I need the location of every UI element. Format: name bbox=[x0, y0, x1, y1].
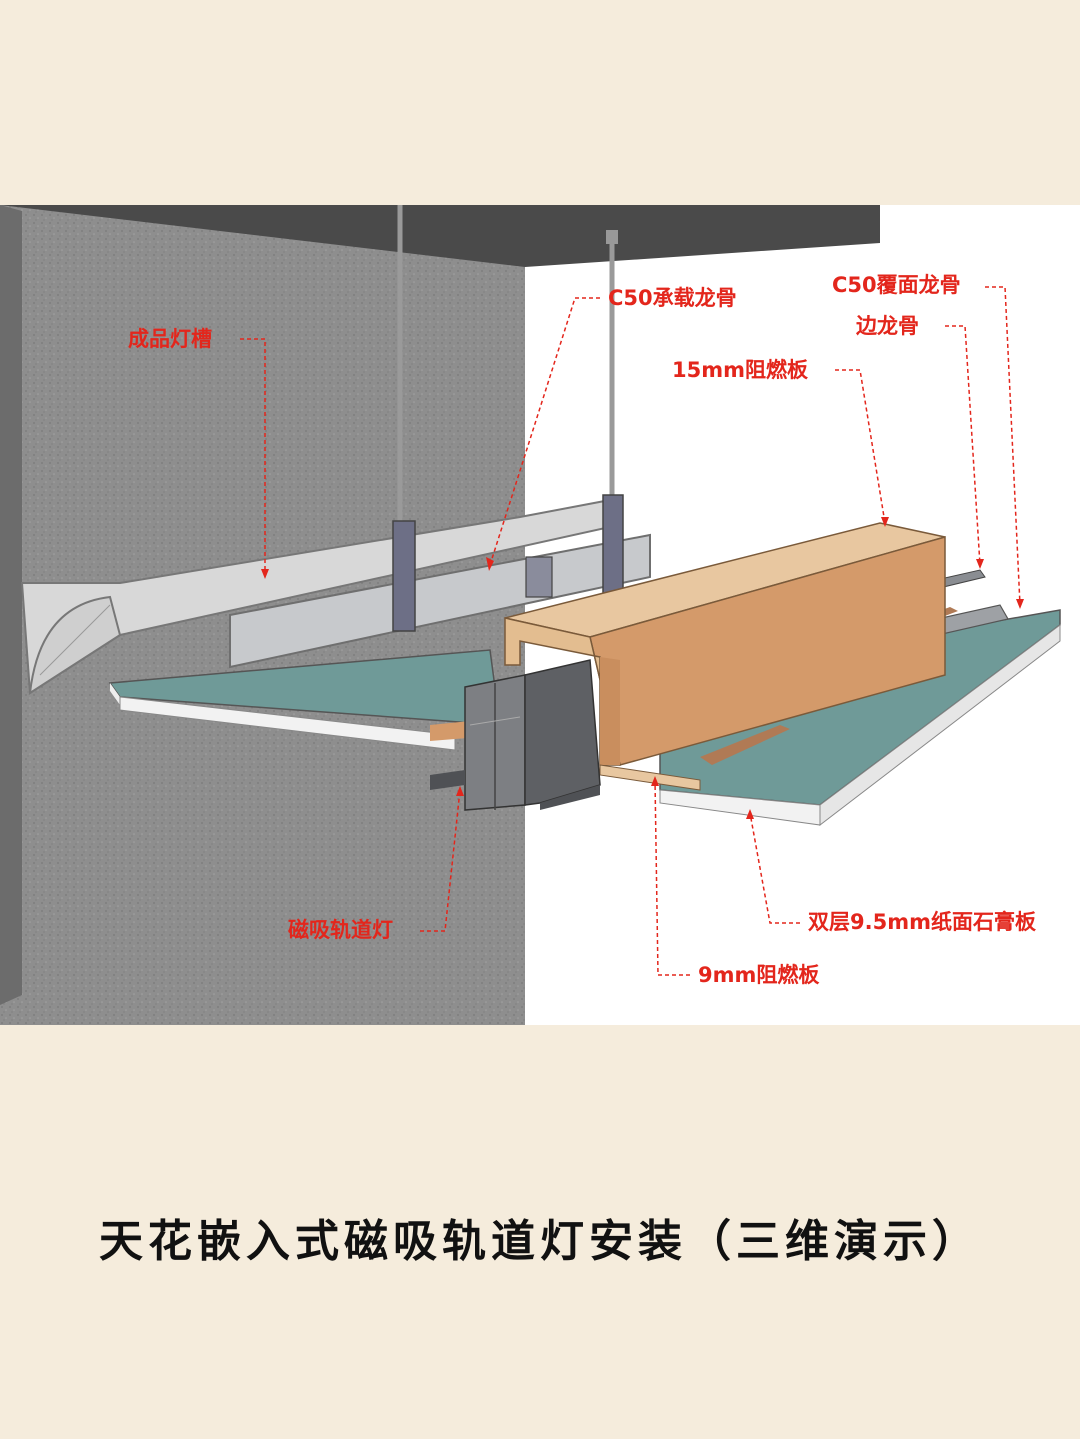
diagram-panel: 成品灯槽 C50承载龙骨 C50覆面龙骨 边龙骨 15mm阻燃板 磁吸轨道灯 双… bbox=[0, 205, 1080, 1025]
label-edge-keel: 边龙骨 bbox=[856, 314, 919, 338]
hanger-bracket-right bbox=[602, 494, 624, 596]
gypsum-board-left-edge bbox=[119, 696, 456, 751]
ceiling-illustration bbox=[0, 205, 1061, 1025]
wood-box-bottom-strip bbox=[599, 764, 701, 791]
label-board-9mm: 9mm阻燃板 bbox=[698, 963, 820, 987]
wall-side-face bbox=[0, 205, 22, 1005]
page-title: 天花嵌入式磁吸轨道灯安装（三维演示） bbox=[99, 1216, 981, 1267]
label-magnetic-track-light: 磁吸轨道灯 bbox=[288, 918, 393, 942]
label-light-trough: 成品灯槽 bbox=[128, 327, 212, 351]
leader-arrowheads bbox=[261, 517, 1024, 819]
label-c50-cover-keel: C50覆面龙骨 bbox=[832, 273, 961, 297]
label-c50-main-keel: C50承载龙骨 bbox=[608, 286, 737, 310]
label-gypsum-board: 双层9.5mm纸面石膏板 bbox=[808, 910, 1036, 934]
leader-lines bbox=[240, 286, 1021, 976]
hanger-bracket-left bbox=[392, 520, 416, 632]
label-board-15mm: 15mm阻燃板 bbox=[672, 358, 808, 382]
